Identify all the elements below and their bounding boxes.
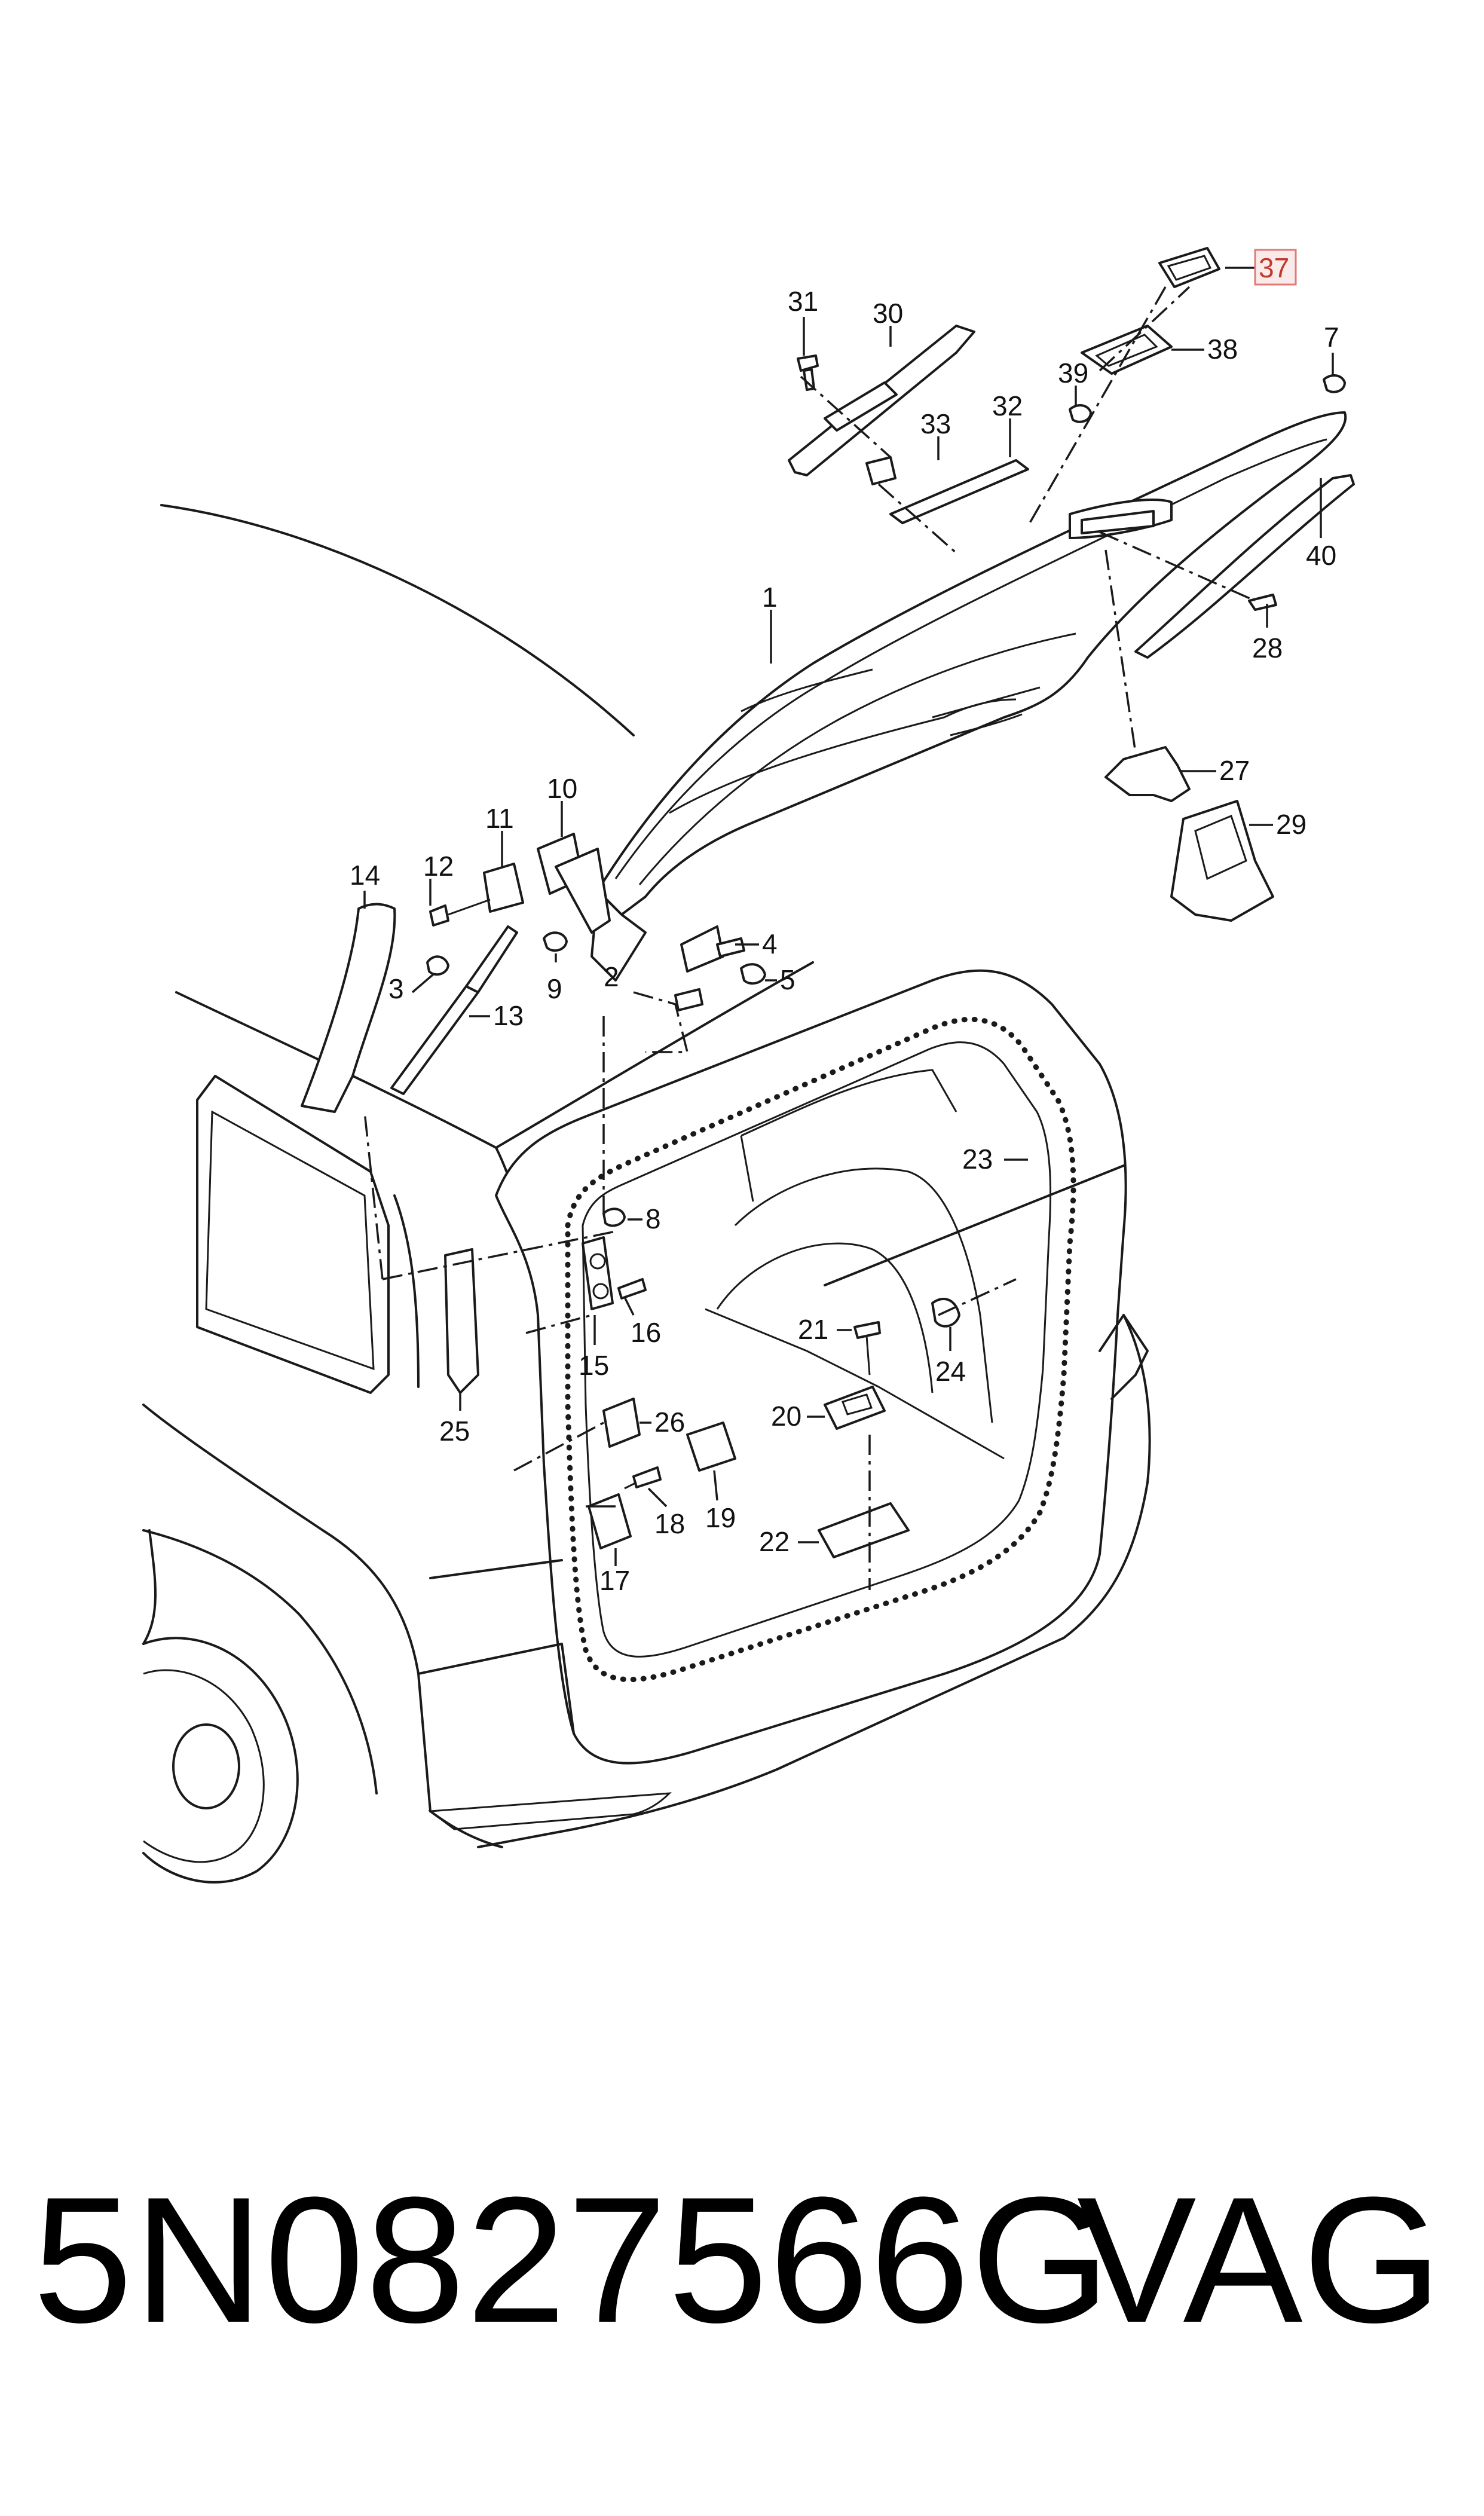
label-15: 15 (579, 1350, 609, 1381)
label-30: 30 (873, 298, 903, 329)
label-17: 17 (599, 1565, 630, 1596)
part-40-strip (1134, 474, 1355, 659)
part-20-striker (824, 1386, 886, 1430)
part-39-nut (1069, 404, 1092, 423)
label-40: 40 (1306, 540, 1336, 571)
label-13: 13 (493, 1000, 524, 1031)
part-4-latch (680, 925, 724, 973)
label-21: 21 (798, 1314, 828, 1345)
brand-label: VAG (1076, 2159, 1442, 2360)
label-29: 29 (1276, 809, 1306, 840)
part-38-housing (1081, 325, 1173, 375)
label-5: 5 (780, 964, 795, 995)
part-8-nut (602, 1207, 626, 1227)
label-2: 2 (604, 961, 619, 992)
label-18: 18 (654, 1508, 685, 1539)
label-1: 1 (762, 582, 778, 613)
part-28-screw (1248, 594, 1277, 611)
part-12-bolt (429, 904, 449, 927)
label-27: 27 (1219, 755, 1250, 786)
leader-lines (363, 267, 1334, 1566)
part-27-bracket (1104, 746, 1191, 802)
label-12: 12 (423, 851, 454, 882)
assembly-lines (363, 286, 1256, 1590)
part-15-bracket (582, 1236, 614, 1310)
part-17-bracket (588, 1493, 632, 1549)
label-4: 4 (762, 928, 778, 959)
label-33: 33 (920, 408, 951, 439)
label-32: 32 (992, 390, 1023, 421)
label-25: 25 (439, 1416, 470, 1447)
part-number: 5N0827566G (33, 2159, 1112, 2360)
label-31: 31 (788, 286, 818, 317)
label-26: 26 (654, 1407, 685, 1438)
label-10: 10 (547, 773, 577, 804)
part-5-nut (740, 963, 766, 985)
part-13-strut (390, 985, 479, 1095)
part-21-bolt (853, 1321, 881, 1339)
part-14-trim (301, 903, 396, 1113)
part-26-pad (602, 1398, 641, 1448)
label-9: 9 (547, 973, 562, 1004)
label-22: 22 (759, 1526, 790, 1557)
parts-diagram: 1 2 3 4 5 7 8 9 10 11 12 13 14 15 16 17 … (142, 247, 1355, 1884)
label-7: 7 (1324, 322, 1339, 353)
part-31-screw (797, 354, 819, 372)
label-8: 8 (645, 1203, 661, 1234)
label-20: 20 (771, 1401, 801, 1432)
part-3-clip (426, 955, 449, 976)
part-9-washer (543, 931, 568, 952)
parts (301, 247, 1355, 1558)
callouts: 1 2 3 4 5 7 8 9 10 11 12 13 14 15 16 17 … (350, 249, 1339, 1596)
part-7-cap (1323, 374, 1346, 393)
label-16: 16 (631, 1317, 661, 1348)
label-37: 37 (1259, 252, 1289, 283)
part-32-plate (889, 459, 1029, 524)
label-39: 39 (1058, 357, 1088, 389)
label-38: 38 (1207, 334, 1238, 365)
label-11: 11 (485, 803, 514, 834)
label-37-highlight (1254, 249, 1297, 286)
label-3: 3 (388, 973, 404, 1004)
part-33-clip (865, 456, 896, 485)
label-28: 28 (1252, 632, 1283, 664)
label-24: 24 (935, 1356, 966, 1387)
label-19: 19 (705, 1502, 736, 1533)
part-16-screw (617, 1278, 647, 1300)
part-22-latch (818, 1502, 910, 1558)
part-19-bumper (686, 1421, 736, 1472)
part-25-trim (444, 1248, 479, 1394)
part-11-hinge (483, 863, 524, 913)
car-body (142, 504, 1151, 1884)
label-14: 14 (350, 860, 380, 891)
label-23: 23 (962, 1144, 993, 1175)
